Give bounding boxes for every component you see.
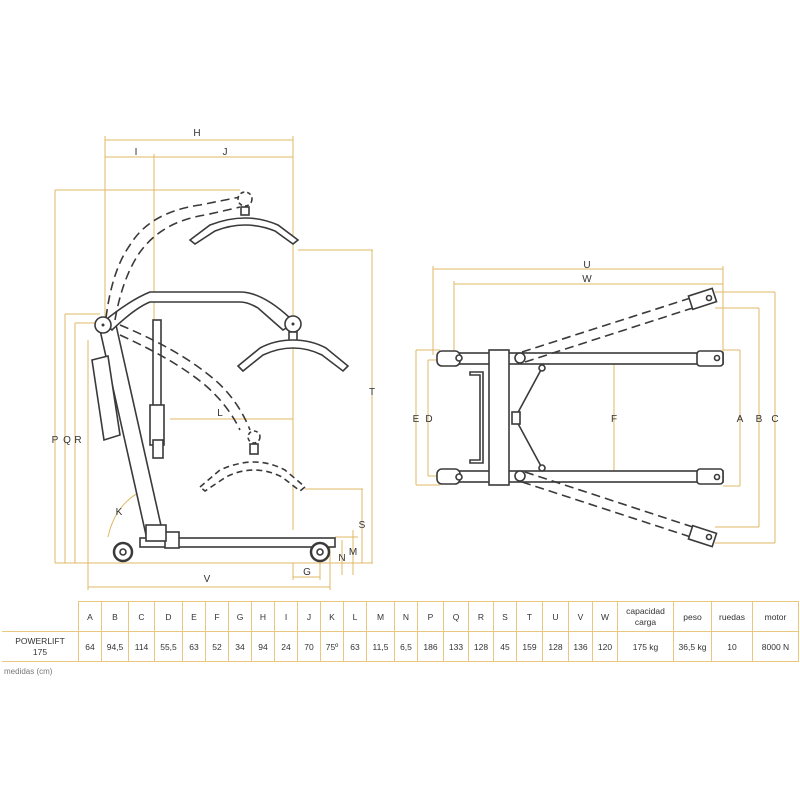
header-cell: capacidad carga — [617, 601, 674, 632]
header-cell: ruedas — [711, 601, 753, 632]
label-V: V — [204, 574, 211, 585]
value-cell: 70 — [297, 631, 321, 662]
model-number: 175 — [32, 646, 48, 657]
value-cell: 159 — [516, 631, 543, 662]
value-cell: 175 kg — [617, 631, 674, 662]
label-E: E — [413, 414, 420, 425]
specifications-table: A B C D E F G H I J K L M N P Q R S T U … — [2, 601, 799, 662]
label-H: H — [193, 128, 200, 139]
header-cell: U — [542, 601, 569, 632]
label-C: C — [771, 414, 778, 425]
header-cell: P — [417, 601, 444, 632]
header-cell: A — [78, 601, 102, 632]
label-J: J — [223, 147, 228, 158]
label-B: B — [756, 414, 763, 425]
value-cell: 63 — [343, 631, 367, 662]
table-row: POWERLIFT 175 64 94,5 114 55,5 63 52 34 … — [2, 631, 799, 662]
value-cell: 34 — [228, 631, 252, 662]
side-view-labels: H I J T L K P Q R S M N G V — [52, 128, 375, 585]
model-name: POWERLIFT — [15, 635, 65, 646]
header-cell: J — [297, 601, 321, 632]
value-cell: 45 — [493, 631, 517, 662]
header-cell: F — [205, 601, 229, 632]
header-cell: B — [101, 601, 129, 632]
header-cell: T — [516, 601, 543, 632]
header-cell: peso — [673, 601, 712, 632]
header-cell: E — [182, 601, 206, 632]
value-cell: 10 — [711, 631, 753, 662]
value-cell: 120 — [592, 631, 618, 662]
value-cell: 55,5 — [154, 631, 183, 662]
label-T: T — [369, 387, 375, 398]
value-cell: 186 — [417, 631, 444, 662]
value-cell: 8000 N — [752, 631, 799, 662]
label-A: A — [737, 414, 744, 425]
table-header-row: A B C D E F G H I J K L M N P Q R S T U … — [2, 601, 799, 632]
top-view-dimensions — [415, 266, 776, 544]
header-cell: M — [366, 601, 395, 632]
model-name-cell: POWERLIFT 175 — [2, 631, 79, 662]
value-cell: 52 — [205, 631, 229, 662]
header-cell: L — [343, 601, 367, 632]
value-cell: 128 — [542, 631, 569, 662]
value-cell: 94 — [251, 631, 275, 662]
top-view-lift — [436, 287, 724, 548]
value-cell: 75º — [320, 631, 344, 662]
label-Q: Q — [63, 435, 71, 446]
label-D: D — [425, 414, 432, 425]
value-cell: 64 — [78, 631, 102, 662]
label-W: W — [582, 274, 592, 285]
header-cell: N — [394, 601, 418, 632]
value-cell: 36,5 kg — [673, 631, 712, 662]
side-view-lift — [91, 191, 350, 563]
units-note: medidas (cm) — [4, 667, 53, 676]
value-cell: 114 — [128, 631, 155, 662]
header-cell: K — [320, 601, 344, 632]
label-G: G — [303, 567, 311, 578]
value-cell: 128 — [468, 631, 494, 662]
top-view-labels: U W E D F A B C — [413, 260, 779, 425]
value-cell: 136 — [568, 631, 593, 662]
label-R: R — [74, 435, 81, 446]
label-U: U — [583, 260, 590, 271]
label-P: P — [52, 435, 59, 446]
header-cell: Q — [443, 601, 469, 632]
label-L: L — [217, 408, 223, 419]
technical-drawing: H I J T L K P Q R S M N G V — [52, 128, 779, 590]
header-cell: R — [468, 601, 494, 632]
value-cell: 24 — [274, 631, 298, 662]
label-K: K — [116, 507, 123, 518]
header-cell: S — [493, 601, 517, 632]
value-cell: 11,5 — [366, 631, 395, 662]
header-cell: D — [154, 601, 183, 632]
side-view-dimensions — [54, 136, 373, 590]
label-M: M — [349, 547, 357, 558]
label-N: N — [338, 553, 345, 564]
header-cell: I — [274, 601, 298, 632]
header-cell: G — [228, 601, 252, 632]
header-cell: C — [128, 601, 155, 632]
header-cell: motor — [752, 601, 799, 632]
label-S: S — [359, 520, 366, 531]
value-cell: 94,5 — [101, 631, 129, 662]
value-cell: 133 — [443, 631, 469, 662]
header-cell: V — [568, 601, 593, 632]
header-cell: W — [592, 601, 618, 632]
label-I: I — [135, 147, 138, 158]
label-F: F — [611, 414, 617, 425]
header-cell: H — [251, 601, 275, 632]
value-cell: 63 — [182, 631, 206, 662]
value-cell: 6,5 — [394, 631, 418, 662]
